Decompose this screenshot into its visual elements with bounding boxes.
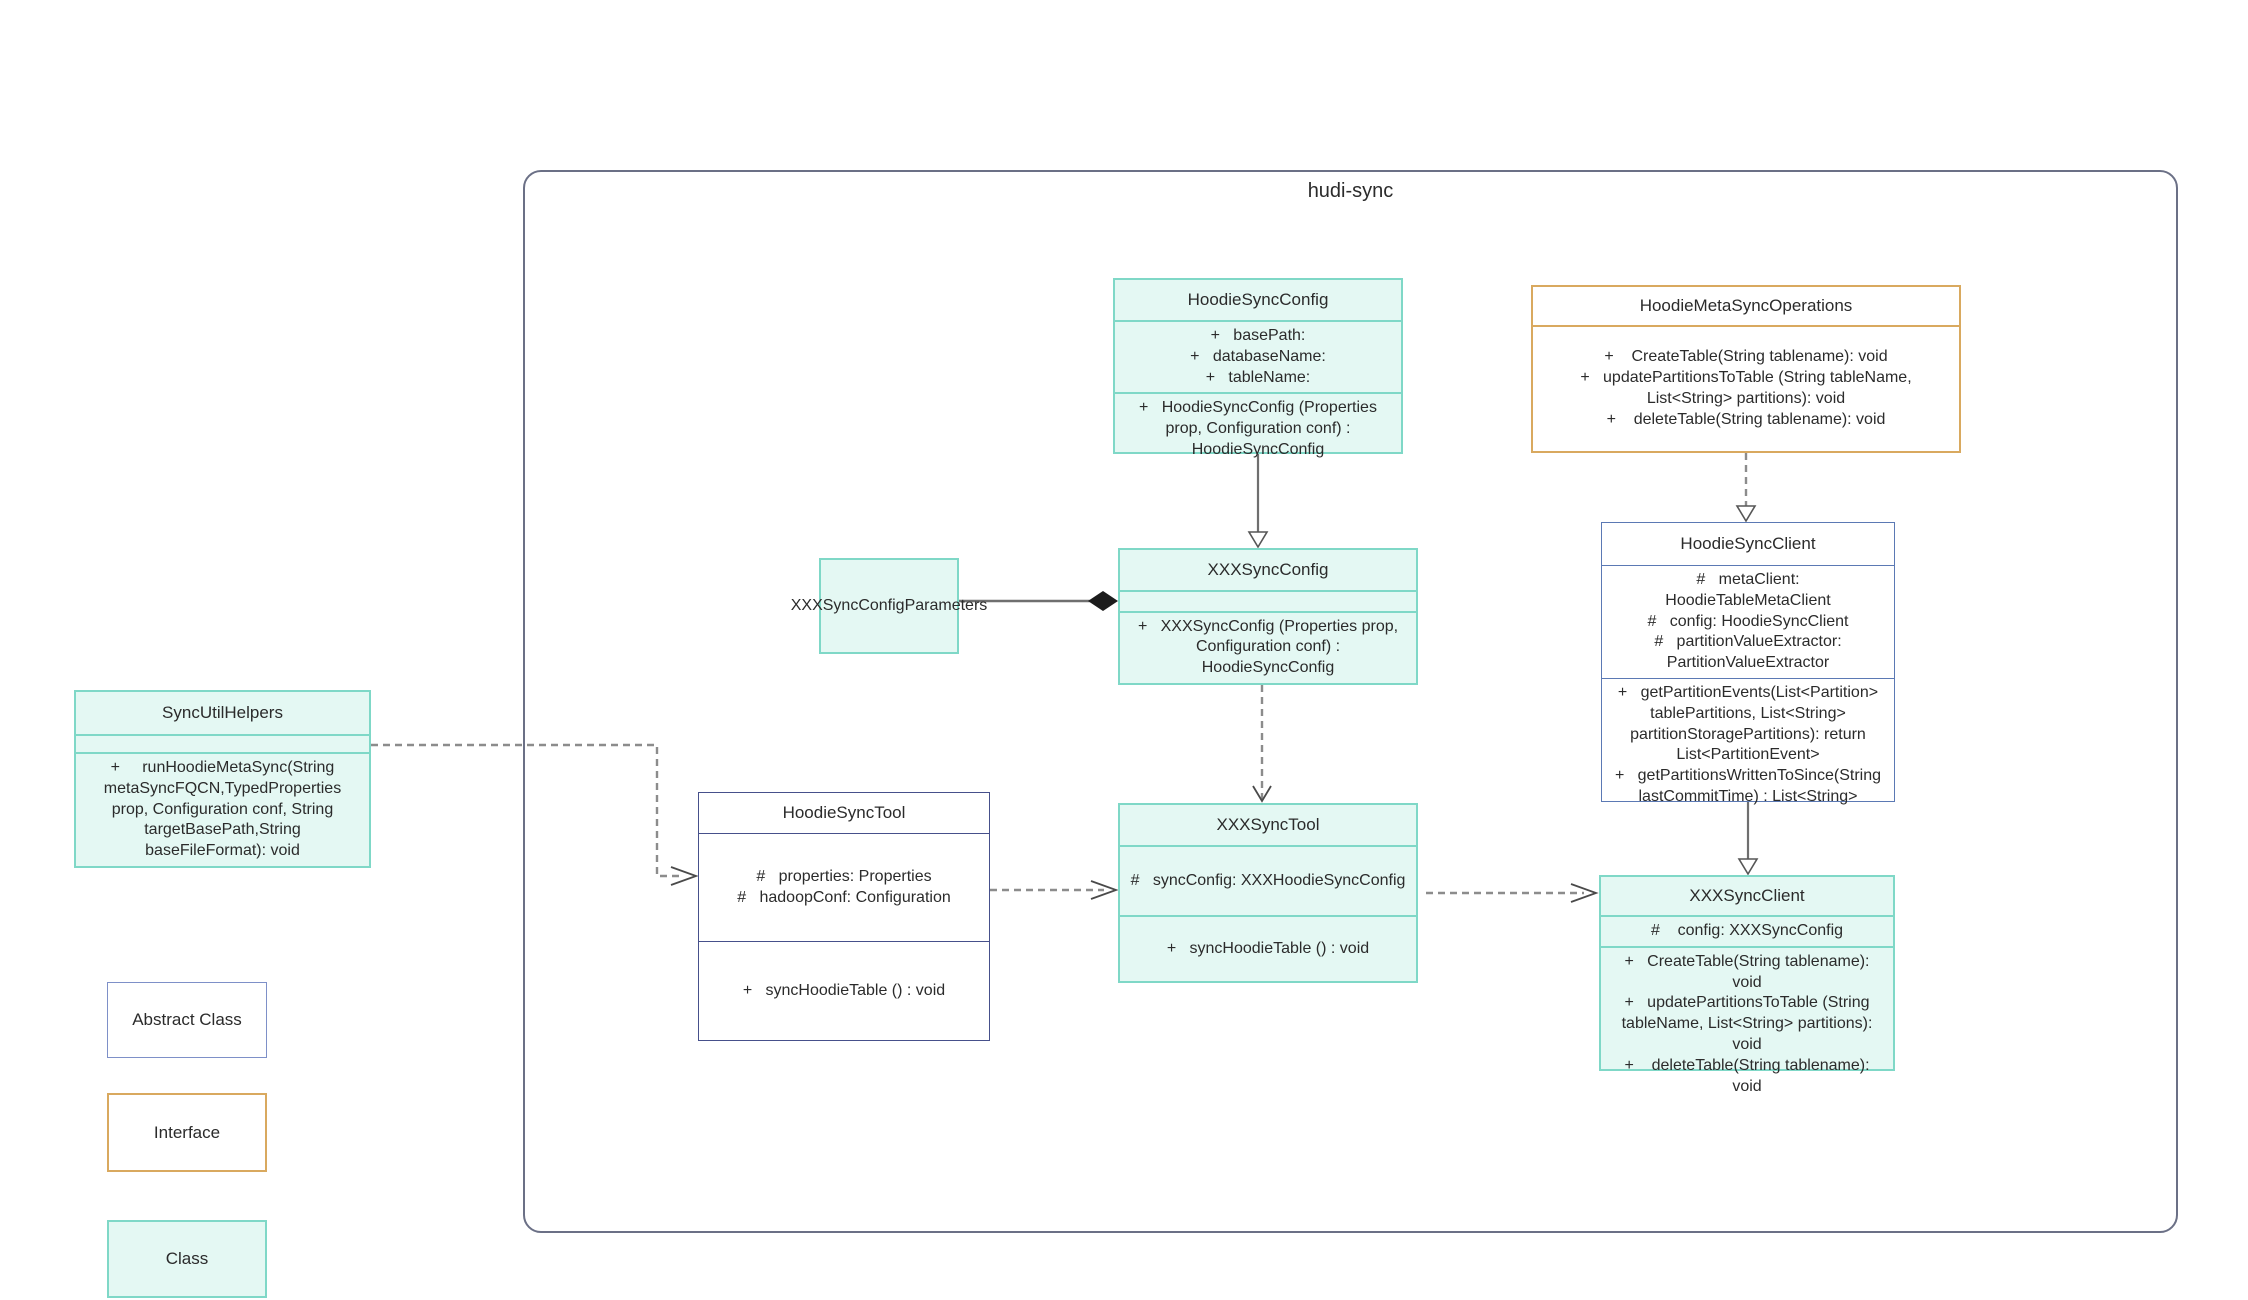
method: + HoodieSyncConfig (Properties prop, Con… — [1139, 399, 1382, 458]
package-label: hudi-sync — [1307, 180, 1394, 202]
method: + syncHoodieTable () : void — [742, 981, 946, 999]
attribute: + databaseName: — [1190, 347, 1326, 365]
attributes-compartment: + basePath: + databaseName: + tableName: — [1115, 320, 1401, 392]
package-hudi-sync-boundary — [523, 170, 2178, 1233]
legend-interface-label: Interface — [153, 1122, 221, 1142]
attribute: # partitionValueExtractor: PartitionValu… — [1654, 633, 1847, 672]
legend-class[interactable]: Class — [107, 1220, 267, 1298]
attributes-compartment-empty — [76, 734, 369, 752]
abstract-class-hoodie-sync-client[interactable]: HoodieSyncClient # metaClient: HoodieTab… — [1601, 522, 1895, 805]
class-title: SyncUtilHelpers — [162, 702, 283, 722]
method: + deleteTable(String tablename): void — [1606, 410, 1886, 428]
attribute: # syncConfig: XXXHoodieSyncConfig — [1130, 871, 1406, 889]
class-title: XXXSyncConfigParameters — [790, 596, 988, 614]
method: + CreateTable(String tablename): void — [1624, 952, 1874, 991]
interface-title: HoodieMetaSyncOperations — [1639, 295, 1853, 315]
attribute: # config: XXXSyncConfig — [1650, 922, 1844, 939]
class-xxx-sync-client[interactable]: XXXSyncClient # config: XXXSyncConfig + … — [1599, 875, 1895, 1095]
class-title: XXXSyncTool — [1216, 814, 1320, 834]
abstract-class-hoodie-sync-tool[interactable]: HoodieSyncTool # properties: Properties … — [698, 792, 990, 1041]
attribute: + basePath: — [1210, 327, 1306, 344]
legend-interface[interactable]: Interface — [107, 1093, 267, 1172]
attributes-compartment: # config: XXXSyncConfig — [1601, 915, 1893, 946]
class-sync-util-helpers[interactable]: SyncUtilHelpers + runHoodieMetaSync(Stri… — [74, 690, 371, 868]
attribute: # properties: Properties — [756, 867, 932, 885]
class-title: XXXSyncConfig — [1207, 559, 1329, 579]
attributes-compartment: # metaClient: HoodieTableMetaClient # co… — [1602, 565, 1894, 678]
methods-compartment: + CreateTable(String tablename): void + … — [1601, 945, 1893, 1102]
attributes-compartment: # syncConfig: XXXHoodieSyncConfig — [1120, 845, 1416, 915]
methods-compartment: + runHoodieMetaSync(String metaSyncFQCN,… — [76, 752, 369, 866]
methods-compartment: + CreateTable(String tablename): void + … — [1533, 325, 1959, 451]
class-title: HoodieSyncClient — [1680, 533, 1816, 553]
attribute: # hadoopConf: Configuration — [737, 888, 951, 906]
methods-compartment: + getPartitionEvents(List<Partition> tab… — [1602, 677, 1894, 812]
class-xxx-sync-config[interactable]: XXXSyncConfig + XXXSyncConfig (Propertie… — [1118, 548, 1418, 685]
attributes-compartment: # properties: Properties # hadoopConf: C… — [699, 833, 989, 941]
method: + getPartitionsWrittenToSince(String las… — [1614, 767, 1886, 805]
class-title: HoodieSyncConfig — [1187, 289, 1329, 309]
class-hoodie-sync-config[interactable]: HoodieSyncConfig + basePath: + databaseN… — [1113, 278, 1403, 458]
attribute: # metaClient: HoodieTableMetaClient — [1665, 571, 1831, 609]
attribute: # config: HoodieSyncClient — [1647, 612, 1849, 630]
interface-hoodie-meta-sync-operations[interactable]: HoodieMetaSyncOperations + CreateTable(S… — [1531, 285, 1961, 453]
method: + getPartitionEvents(List<Partition> tab… — [1617, 683, 1883, 764]
class-title: HoodieSyncTool — [782, 802, 906, 822]
method: + runHoodieMetaSync(String metaSyncFQCN,… — [103, 759, 346, 860]
class-title: XXXSyncClient — [1689, 885, 1805, 905]
class-xxx-sync-tool[interactable]: XXXSyncTool # syncConfig: XXXHoodieSyncC… — [1118, 803, 1418, 983]
legend-class-label: Class — [165, 1249, 209, 1268]
class-xxx-sync-config-parameters[interactable]: XXXSyncConfigParameters — [790, 558, 988, 654]
legend-abstract-class-label: Abstract Class — [132, 1010, 242, 1029]
method: + updatePartitionsToTable (String tableN… — [1580, 369, 1917, 407]
method: + deleteTable(String tablename): void — [1624, 1056, 1874, 1095]
legend-abstract-class[interactable]: Abstract Class — [107, 982, 267, 1058]
attributes-compartment-empty — [1120, 590, 1416, 611]
methods-compartment: + HoodieSyncConfig (Properties prop, Con… — [1115, 392, 1401, 464]
method: + updatePartitionsToTable (String tableN… — [1621, 994, 1877, 1053]
method: + syncHoodieTable () : void — [1166, 939, 1370, 957]
attribute: + tableName: — [1205, 368, 1311, 386]
methods-compartment: + XXXSyncConfig (Properties prop, Config… — [1120, 610, 1416, 683]
method: + CreateTable(String tablename): void — [1604, 348, 1888, 366]
method: + XXXSyncConfig (Properties prop, Config… — [1137, 617, 1403, 677]
methods-compartment: + syncHoodieTable () : void — [699, 941, 989, 1040]
methods-compartment: + syncHoodieTable () : void — [1120, 915, 1416, 981]
